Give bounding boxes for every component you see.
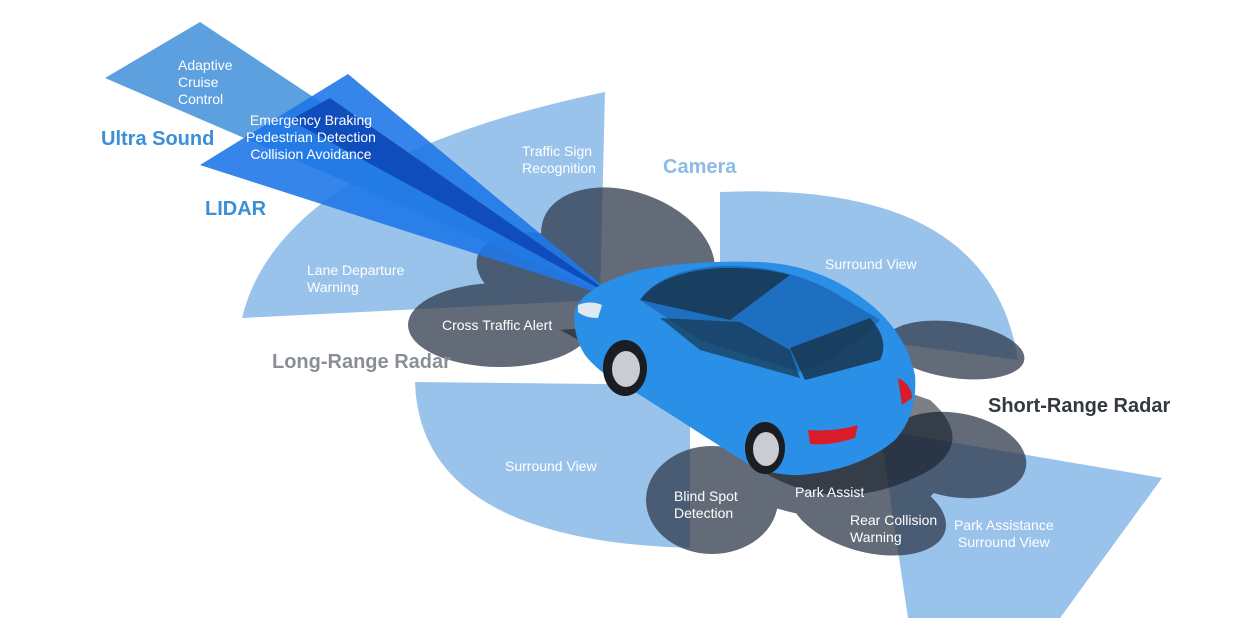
zone-label-adaptive-cruise: Adaptive Cruise Control (178, 57, 233, 107)
side-window (660, 318, 800, 378)
sensor-label-long-range-radar: Long-Range Radar (272, 351, 451, 373)
front-hub (612, 351, 640, 387)
tail-light (808, 425, 858, 445)
car-illustration (560, 261, 953, 495)
zone-label-surround-view-left: Surround View (505, 458, 597, 474)
zone-label-blind-spot: Blind Spot Detection (674, 488, 738, 521)
lidar-core-beam (290, 98, 620, 300)
headlight (578, 302, 602, 318)
zone-label-park-assistance: Park Assistance Surround View (954, 517, 1054, 550)
sensor-label-lidar: LIDAR (205, 198, 267, 220)
zone-label-traffic-sign: Traffic Sign Recognition (522, 143, 596, 176)
zone-label-park-assist: Park Assist (795, 484, 865, 500)
zone-label-rear-collision: Rear Collision Warning (850, 512, 938, 545)
tail-light-right (898, 378, 912, 405)
rear-right-lobe (885, 320, 1025, 380)
zone-label-lane-departure: Lane Departure Warning (307, 262, 405, 295)
rear-hub (753, 432, 779, 466)
zone-label-cross-traffic: Cross Traffic Alert (442, 317, 553, 333)
windshield (640, 267, 790, 320)
rear-window (790, 318, 884, 380)
sensor-label-short-range-radar: Short-Range Radar (988, 395, 1171, 417)
zone-label-emergency: Emergency Braking Pedestrian Detection C… (246, 112, 376, 162)
zone-label-surround-view-right: Surround View (825, 256, 917, 272)
sensor-label-camera: Camera (663, 156, 737, 178)
forward-beams (105, 22, 620, 300)
sensor-label-ultra-sound: Ultra Sound (101, 128, 215, 150)
left-surround-fan (415, 382, 690, 548)
lidar-beam (200, 74, 620, 300)
